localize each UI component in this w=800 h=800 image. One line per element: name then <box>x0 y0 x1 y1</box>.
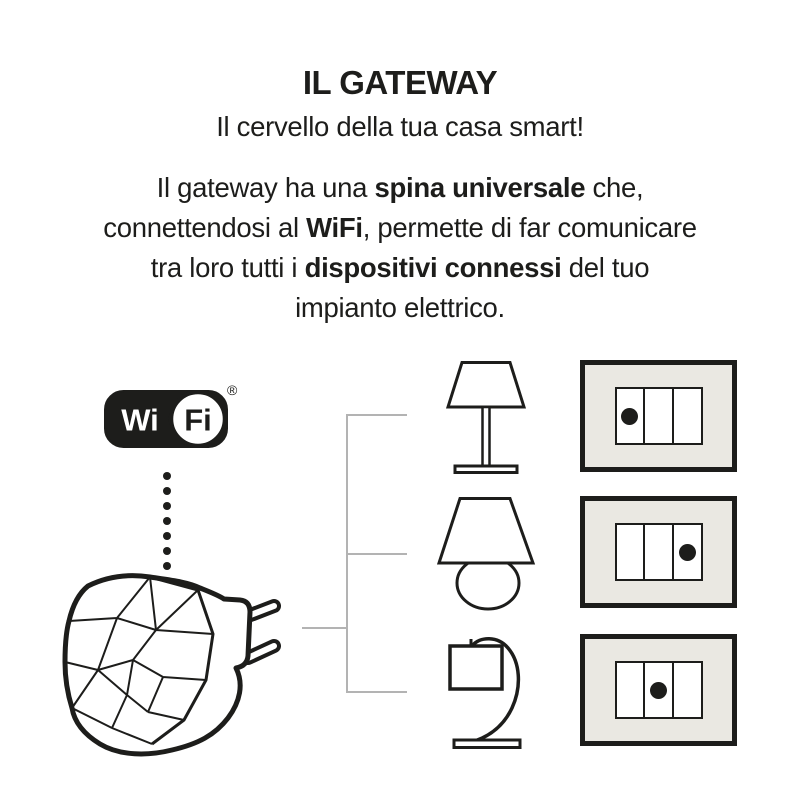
text-segment-bold: spina universale <box>374 172 586 203</box>
dotted-wireless-link-icon <box>163 472 171 570</box>
paragraph-line: tra loro tutti i dispositivi connessi de… <box>0 248 800 288</box>
gateway-universal-plug-icon <box>62 573 281 757</box>
wifi-fi-text: Fi <box>184 403 212 438</box>
paragraph-line: connettendosi al WiFi, permette di far c… <box>0 208 800 248</box>
switch-button <box>617 389 646 443</box>
facet-mesh <box>64 576 214 745</box>
switch-button <box>645 663 674 717</box>
connection-diagram: Wi Fi ® <box>0 340 800 800</box>
link-dot <box>163 562 171 570</box>
switch-button <box>645 389 674 443</box>
header: IL GATEWAY Il cervello della tua casa sm… <box>0 66 800 142</box>
link-dot <box>163 532 171 540</box>
link-dot <box>163 517 171 525</box>
text-segment: , permette di far comunicare <box>362 212 697 243</box>
intro-paragraph: Il gateway ha una spina universale che, … <box>0 168 800 328</box>
wall-switch-plate-2 <box>580 496 737 608</box>
text-segment: tra loro tutti i <box>150 252 305 283</box>
link-dot <box>163 502 171 510</box>
switch-button <box>617 663 646 717</box>
switch-button <box>674 389 701 443</box>
link-dot <box>163 487 171 495</box>
table-lamp-classic-icon <box>436 497 536 611</box>
table-lamp-straight-icon <box>446 361 526 474</box>
facet-rim <box>149 575 215 746</box>
wall-switch-plate-3 <box>580 634 737 746</box>
active-switch-dot <box>621 407 639 425</box>
switch-button <box>645 525 674 579</box>
active-switch-dot <box>678 543 696 561</box>
wifi-wi-text: Wi <box>121 403 159 438</box>
connector-plug-branch <box>302 627 346 629</box>
switch-button <box>617 525 646 579</box>
text-segment: Il gateway ha una <box>156 172 375 203</box>
text-segment: connettendosi al <box>103 212 307 243</box>
page-subtitle: Il cervello della tua casa smart! <box>216 111 584 142</box>
switch-frame <box>614 387 703 445</box>
switch-button <box>674 525 701 579</box>
switch-frame <box>614 523 703 581</box>
text-segment: del tuo <box>561 252 650 283</box>
wifi-logo-icon: Wi Fi <box>104 390 228 448</box>
text-segment: impianto elettrico. <box>295 292 505 323</box>
connector-branch-bottom <box>346 691 407 693</box>
page-title: IL GATEWAY <box>302 64 498 101</box>
text-segment-bold: dispositivi connessi <box>304 252 562 283</box>
registered-trademark-symbol: ® <box>227 382 238 398</box>
link-dot <box>163 547 171 555</box>
text-segment: che, <box>585 172 644 203</box>
plug-body <box>62 573 253 757</box>
switch-frame <box>614 661 703 719</box>
text-segment-bold: WiFi <box>306 212 363 243</box>
paragraph-line: impianto elettrico. <box>0 288 800 328</box>
paragraph-line: Il gateway ha una spina universale che, <box>0 168 800 208</box>
connector-branch-top <box>346 414 407 416</box>
wall-switch-plate-1 <box>580 360 737 472</box>
active-switch-dot <box>650 681 667 699</box>
switch-button <box>674 663 701 717</box>
connector-branch-mid <box>346 553 407 555</box>
link-dot <box>163 472 171 480</box>
table-lamp-modern-icon <box>448 637 522 749</box>
